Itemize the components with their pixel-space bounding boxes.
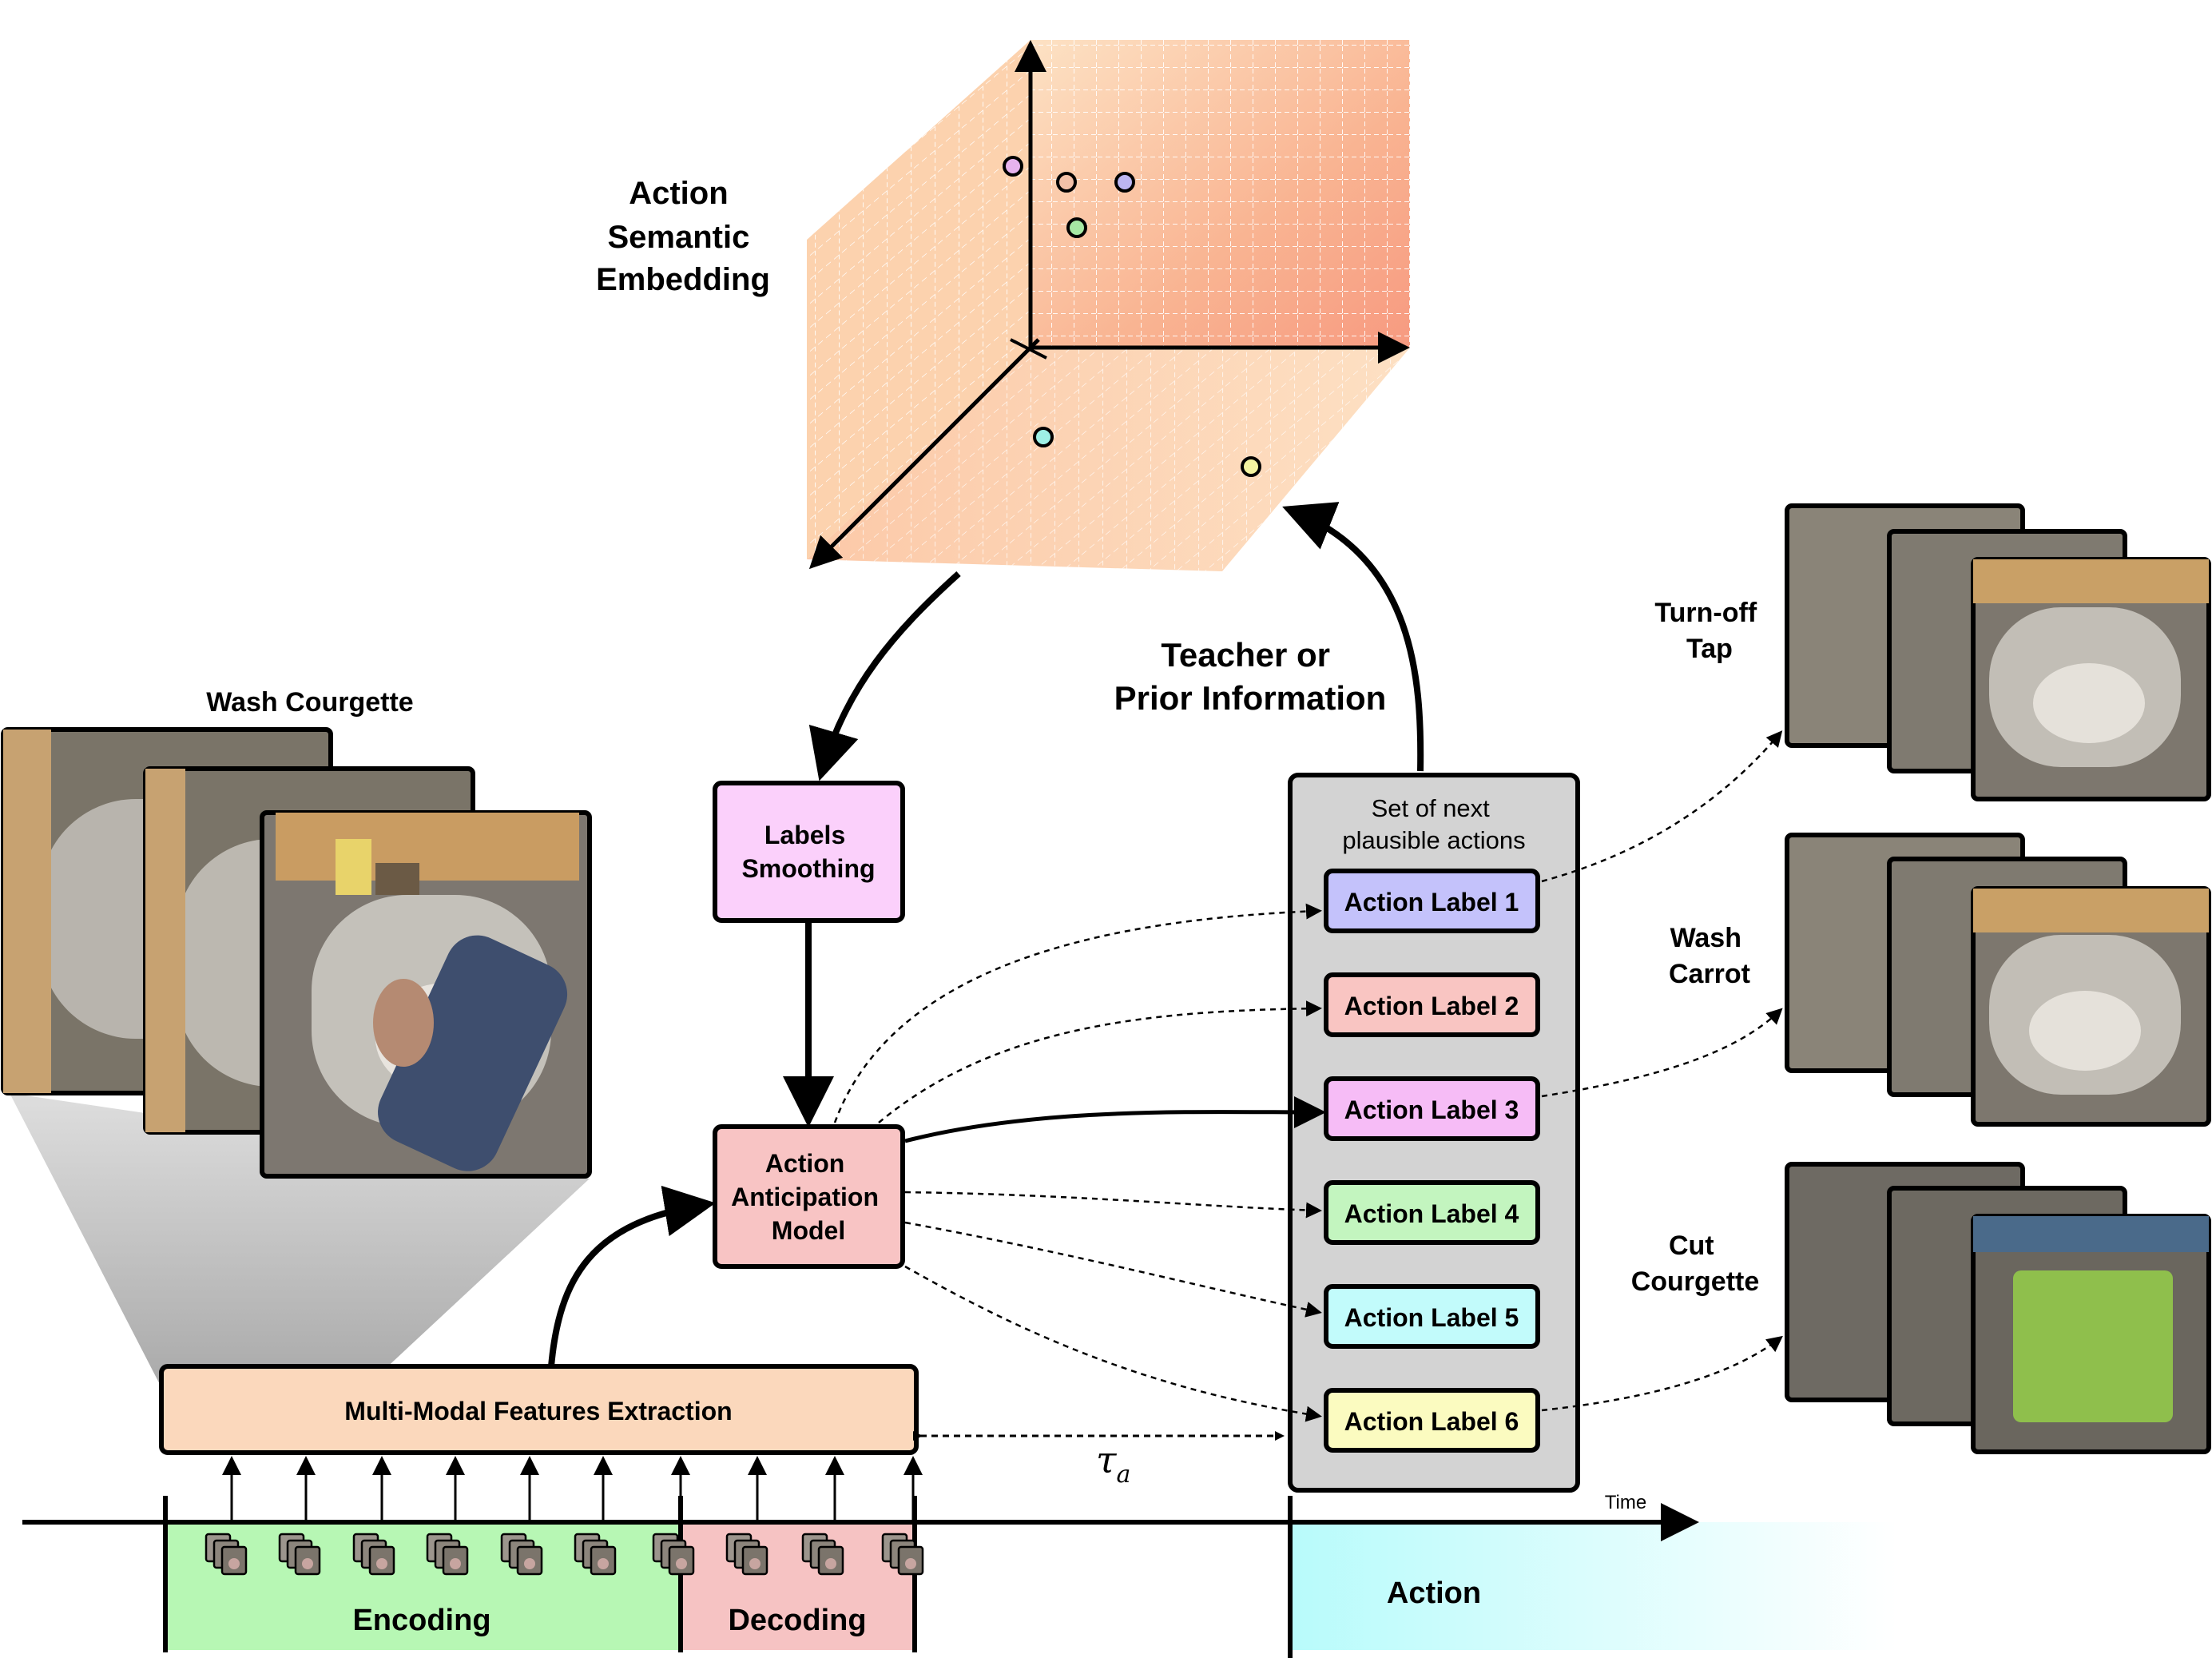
action-labels: Action Label 1 Action Label 2 Action Label… [1324,869,1540,1453]
input-clip-caption: Wash Courgette [206,687,413,718]
outcome-clip-turn-off-tap [1785,503,2211,801]
arrow-to-label-1 [833,903,1322,1123]
embedding-title: Action Semantic Embedding [596,176,770,297]
labels-smoothing-box [713,781,905,923]
panel-to-embedding-arrow [1282,502,1424,772]
time-axis-label: Time [1605,1492,1646,1513]
embedding-point [1056,172,1077,193]
outcome-clip-wash-carrot [1785,833,2211,1127]
timeline-frame-stacks [205,1533,924,1576]
frame-stack [205,1533,248,1576]
multi-modal-features-label: Multi-Modal Features Extraction [344,1397,732,1425]
frame-stack [725,1533,768,1576]
frame-stack [278,1533,321,1576]
action-label-5-box [1324,1284,1540,1349]
plausible-actions-title: Set of next plausible actions [1342,794,1525,854]
input-frame [260,810,592,1179]
label6-to-cut-courgette-arrow [1541,1335,1783,1412]
action-label-6: Action Label 6 [1344,1407,1519,1436]
arrow-to-label-5 [904,1221,1322,1318]
outcome-clip-cut-courgette [1785,1162,2211,1454]
frame-stack [801,1533,844,1576]
embedding-axis-z [808,338,1040,570]
action-anticipation-model-label: Action Anticipation Model [731,1149,886,1245]
outcome-label-turn-off-tap: Turn-off Tap [1654,598,1764,664]
multi-modal-features-box [159,1364,919,1455]
semantic-embedding-space [807,40,1410,571]
embedding-point [1033,427,1054,447]
embedding-point [1241,456,1261,477]
decoding-region [681,1522,915,1650]
outcome-label-wash-carrot: Wash Carrot [1669,923,1750,989]
label3-to-wash-carrot-arrow [1541,1008,1783,1098]
model-to-labels-arrows [833,903,1326,1422]
action-label-1-box [1324,869,1540,933]
input-frames [1,727,592,1179]
action-label-6-box [1324,1388,1540,1453]
frame-stack [652,1533,695,1576]
anticipation-time-symbol: τa [1096,1438,1130,1489]
action-label-2-box [1324,972,1540,1037]
action-label-4-box [1324,1180,1540,1245]
frames-funnel [10,1093,590,1446]
arrow-to-label-3 [904,1095,1326,1143]
action-label-2: Action Label 2 [1344,992,1519,1020]
action-label: Action [1387,1577,1481,1610]
feature-arrows [222,1456,923,1522]
frame-stack [426,1533,469,1576]
teacher-prior-label: Teacher or Prior Information [1114,636,1387,717]
embedding-point [1114,172,1135,193]
action-label-3-box [1324,1076,1540,1141]
arrow-to-label-2 [878,1000,1322,1123]
arrow-to-label-6 [904,1265,1322,1422]
action-label-4: Action Label 4 [1344,1199,1519,1228]
encoding-label: Encoding [352,1604,490,1637]
frame-stack [881,1533,924,1576]
frame-stack [352,1533,395,1576]
labels-smoothing-label: Labels Smoothing [741,821,875,883]
outcome-label-cut-courgette: Cut Courgette [1631,1231,1760,1297]
embedding-point [1066,217,1087,238]
embedding-point [1003,156,1023,177]
action-label-5: Action Label 5 [1344,1303,1519,1332]
features-to-model-arrow [548,1185,716,1367]
frame-stack [574,1533,617,1576]
arrow-to-label-4 [904,1191,1322,1219]
frame-stack [500,1533,543,1576]
action-label-1: Action Label 1 [1344,888,1519,916]
action-region [1290,1522,1897,1650]
decoding-label: Decoding [728,1604,866,1637]
action-label-3: Action Label 3 [1344,1095,1519,1124]
embedding-to-smoothing-arrow [808,571,961,781]
